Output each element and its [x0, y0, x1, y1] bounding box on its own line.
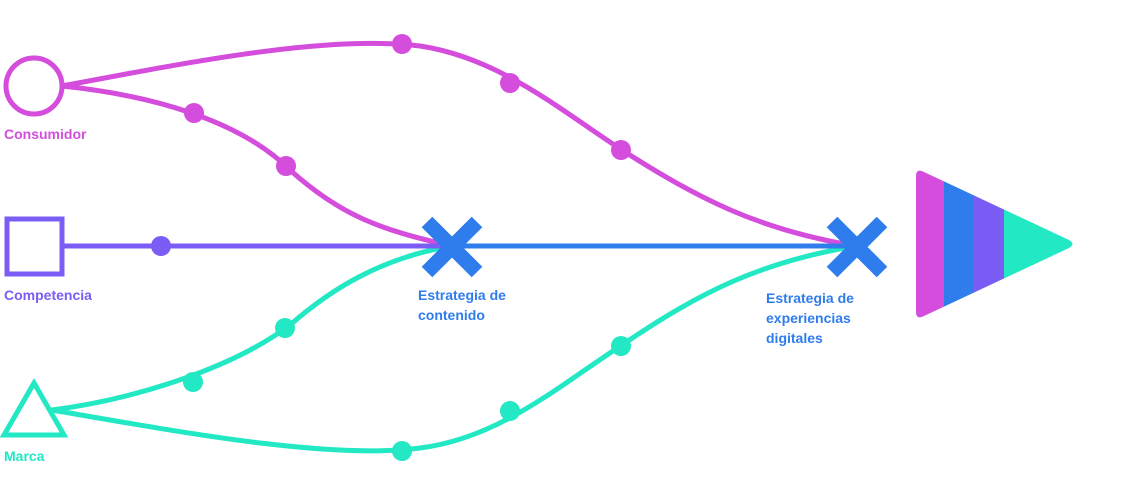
consumidor-dot [392, 34, 412, 54]
competencia-square-icon [4, 216, 65, 277]
estrategia-experiencias-label: Estrategia de experiencias digitales [766, 290, 854, 346]
marca-dot [275, 318, 295, 338]
competencia-label: Competencia [4, 287, 92, 303]
marca-dot [183, 372, 203, 392]
consumidor-dot [500, 73, 520, 93]
marca-dot [611, 336, 631, 356]
contenido-x-icon [421, 216, 483, 278]
consumidor-dot [184, 103, 204, 123]
marca-path-to-contenido [49, 243, 455, 413]
marca-label: Marca [4, 448, 45, 464]
consumidor-dot [276, 156, 296, 176]
experiencias-x-icon [826, 216, 888, 278]
competencia-dot [151, 236, 171, 256]
marca-dot [500, 401, 520, 421]
marca-dot [392, 441, 412, 461]
marca-triangle-icon [0, 377, 69, 438]
consumidor-path-to-contenido [59, 83, 455, 249]
consumidor-path-to-experiencias [59, 40, 859, 249]
consumidor-dot [611, 140, 631, 160]
marca-path-to-experiencias [49, 243, 859, 454]
consumidor-circle-icon [3, 55, 65, 117]
estrategia-contenido-label: Estrategia de contenido [418, 287, 506, 323]
consumidor-label: Consumidor [4, 126, 87, 142]
output-striped-arrow-icon [916, 170, 1073, 318]
